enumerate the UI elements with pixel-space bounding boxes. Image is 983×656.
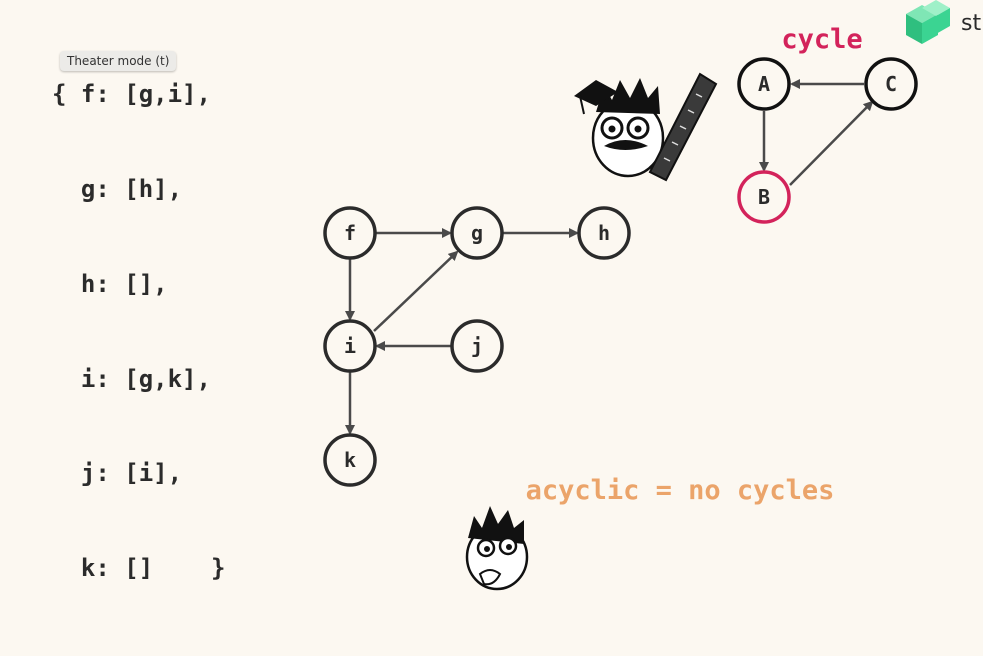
node-h: h [577, 206, 631, 260]
theater-mode-tooltip: Theater mode (t) [60, 51, 177, 71]
node-k: k [323, 433, 377, 487]
node-B: B [737, 170, 791, 224]
node-f: f [323, 206, 377, 260]
node-label: j [471, 334, 483, 358]
code-line: i: [g,k], [52, 364, 211, 393]
code-line: j: [i], [52, 459, 183, 488]
node-j: j [450, 319, 504, 373]
edge-B-C [789, 100, 874, 186]
node-C: C [864, 57, 918, 111]
adjacency-list-code: { f: [g,i], g: [h], h: [], i: [g,k], j: … [52, 16, 225, 616]
cycle-graph-edges [759, 79, 874, 186]
brand-text: st [961, 11, 981, 36]
main-graph-edges [345, 228, 579, 435]
node-label: k [344, 448, 356, 472]
code-line: k: [] } [52, 554, 226, 583]
professor-mascot-icon [574, 78, 665, 178]
node-label: f [344, 221, 356, 245]
brand-logo-icon [906, 0, 950, 44]
code-line: { f: [g,i], [52, 80, 211, 109]
node-label: i [344, 334, 356, 358]
code-line: h: [], [52, 269, 168, 298]
node-label: g [471, 221, 483, 245]
node-g: g [450, 206, 504, 260]
acyclic-caption: acyclic = no cycles [526, 475, 835, 506]
code-line: g: [h], [52, 174, 183, 203]
edge-i-g [373, 250, 459, 332]
node-label: A [758, 72, 770, 96]
cycle-title: cycle [781, 24, 862, 55]
node-i: i [323, 319, 377, 373]
thinking-mascot-icon [465, 506, 529, 591]
node-A: A [737, 57, 791, 111]
ruler-icon [648, 72, 718, 182]
node-label: h [598, 221, 610, 245]
node-label: C [885, 72, 897, 96]
node-label: B [758, 185, 770, 209]
